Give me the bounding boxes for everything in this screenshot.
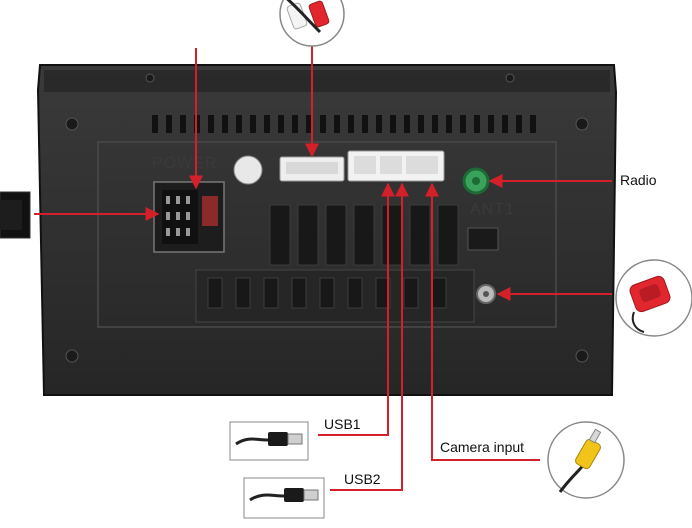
warning-sticker [233, 155, 263, 185]
camera-input-label: Camera input [440, 439, 524, 455]
power-label: POWER [152, 155, 217, 172]
callout-arrows [34, 42, 612, 491]
usb-camera-connector-block [347, 150, 445, 182]
arrow-camera [425, 182, 540, 461]
power-harness-plug [0, 191, 31, 239]
arrow-usb1 [318, 182, 395, 436]
usb1-label: USB1 [324, 416, 361, 432]
heatsink-fins [207, 204, 459, 309]
rca-plug-thumbnail [279, 0, 345, 47]
vent-slots [152, 115, 536, 133]
head-unit-housing [36, 64, 618, 396]
screw-holes [65, 73, 589, 363]
gps-antenna-thumbnail [615, 259, 692, 337]
watermark-logo: Avito [608, 491, 657, 513]
power-connector [153, 181, 225, 253]
camera-plug-thumbnail [547, 421, 625, 499]
usb2-cable-thumbnail [243, 477, 325, 519]
ant-label: ANT1 [470, 201, 515, 218]
arrow-usb2 [330, 182, 409, 491]
aux-connector [279, 156, 345, 182]
usb1-cable-thumbnail [229, 421, 309, 461]
radio-label: Radio [620, 172, 657, 188]
usb2-label: USB2 [344, 471, 381, 487]
